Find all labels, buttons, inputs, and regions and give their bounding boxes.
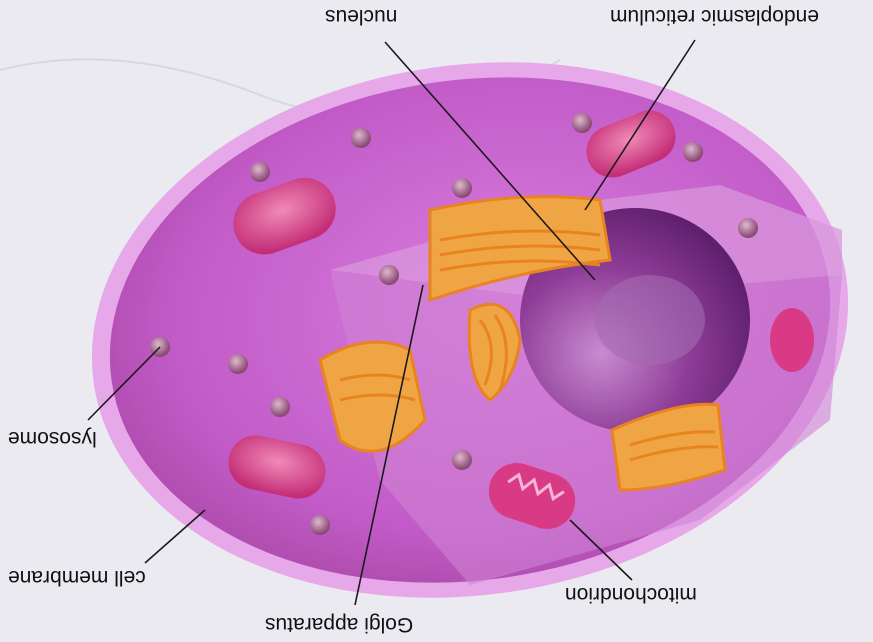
label-mitochondrion: mitochondrion [565, 582, 697, 606]
label-lysosome: lysosome [8, 426, 97, 450]
nucleolus [595, 275, 705, 365]
label-nucleus: nucleus [325, 4, 397, 28]
label-golgi-apparatus: Golgi apparatus [265, 612, 413, 636]
label-cell-membrane: cell membrane [8, 565, 146, 589]
label-endoplasmic-reticulum: endoplasmic reticulum [610, 4, 819, 28]
mitochondrion-5 [770, 308, 814, 372]
